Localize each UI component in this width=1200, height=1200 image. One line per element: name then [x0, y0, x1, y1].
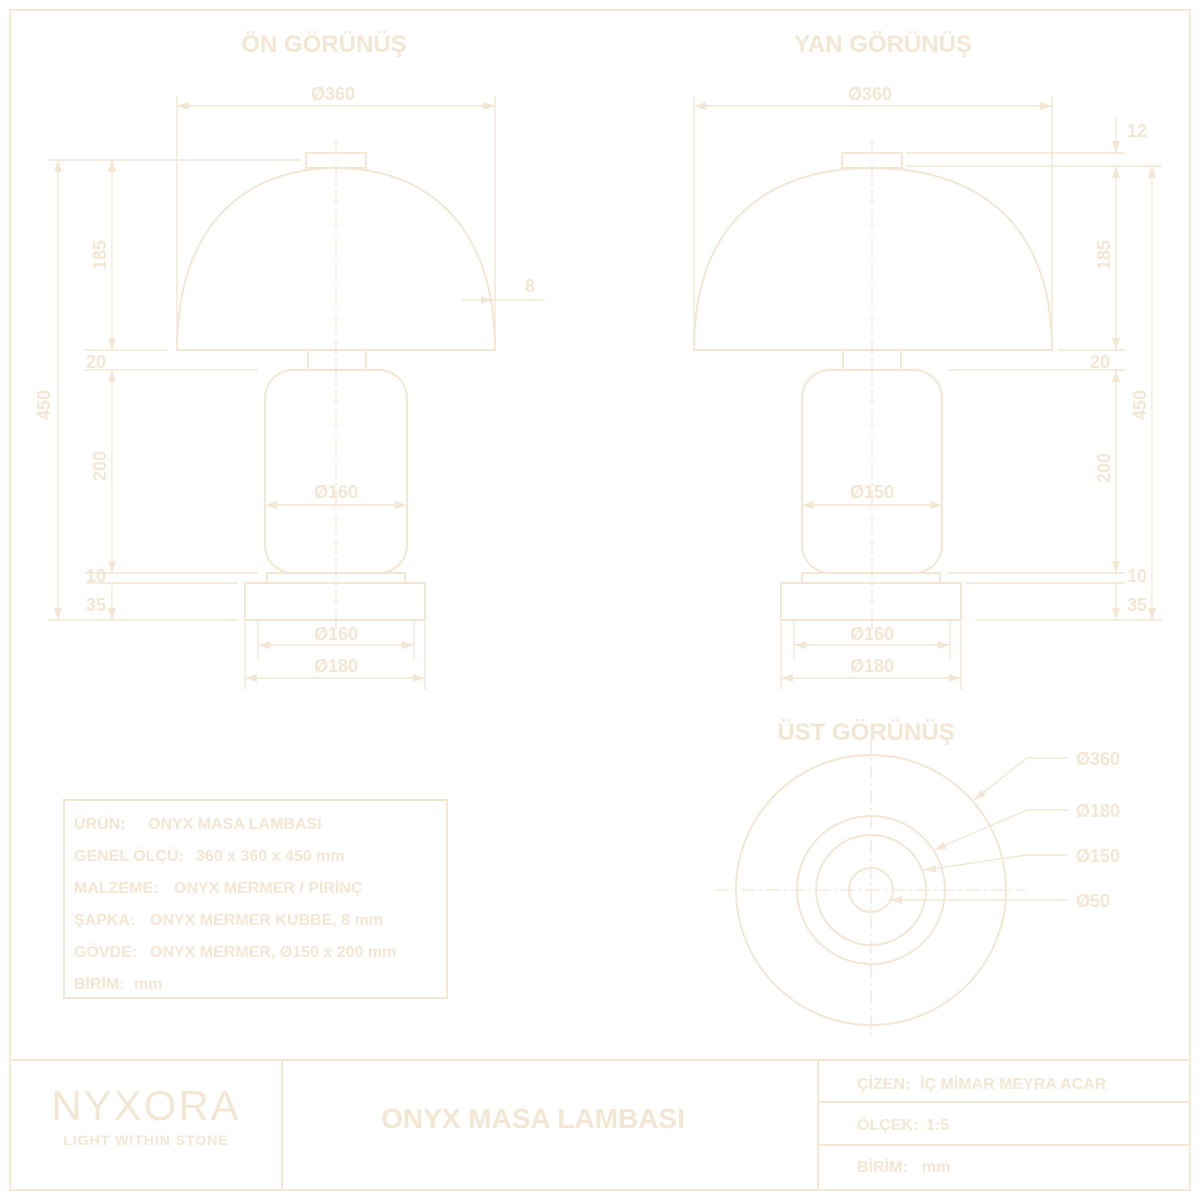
spec-row: MALZEME:ONYX MERMER / PİRİNÇ: [74, 879, 363, 897]
titleblock-row-scale: ÖLÇEK:1:5: [857, 1115, 949, 1134]
top-label-body: Ø150: [1076, 846, 1120, 866]
sheet-border: [9, 9, 1191, 1191]
top-label-base: Ø180: [1076, 801, 1120, 821]
title-block: NYXORA LIGHT WITHIN STONE ONYX MASA LAMB…: [10, 1059, 1190, 1190]
side-dim-plinth-diameter: Ø160: [850, 624, 894, 644]
front-view-title: ÖN GÖRÜNÜŞ: [241, 31, 406, 58]
top-view-title: ÜST GÖRÜNÜŞ: [777, 719, 954, 746]
side-dim-cap-height: 12: [1127, 121, 1147, 141]
product-name: ONYX MASA LAMBASI: [381, 1103, 685, 1134]
front-dim-base-height: 35: [86, 595, 106, 615]
top-view: ÜST GÖRÜNÜŞ Ø360 Ø180 Ø150 Ø50: [716, 719, 1120, 1040]
side-dim-shade-height: 185: [1094, 240, 1114, 270]
side-dim-top-width: Ø360: [848, 84, 892, 104]
top-label-outer: Ø360: [1076, 749, 1120, 769]
side-dim-neck: 20: [1090, 352, 1110, 372]
side-dim-body-diameter: Ø150: [850, 482, 894, 502]
front-dim-total-height: 450: [34, 390, 54, 420]
front-view: ÖN GÖRÜNÜŞ Ø360 8 450: [34, 31, 545, 690]
side-shade: [692, 166, 1054, 351]
side-view: YAN GÖRÜNÜŞ Ø360 12 185 20: [692, 31, 1162, 690]
side-dim-body-height: 200: [1094, 453, 1114, 483]
front-dim-plinth-diameter: Ø160: [314, 624, 358, 644]
spec-box: ÜRÜN:ONYX MASA LAMBASI GENEL ÖLÇÜ:360 x …: [63, 799, 448, 999]
titleblock-row-drawn-by: ÇİZEN:İÇ MİMAR MEYRA ACAR: [857, 1075, 1107, 1093]
front-dim-base-diameter: Ø180: [314, 656, 358, 676]
front-base: [244, 582, 426, 621]
side-dim-base-diameter: Ø180: [850, 656, 894, 676]
spec-row: GENEL ÖLÇÜ:360 x 360 x 450 mm: [74, 846, 345, 865]
brand-tagline: LIGHT WITHIN STONE: [63, 1132, 229, 1148]
brand-logo: NYXORA: [51, 1082, 240, 1129]
front-dim-body-diameter: Ø160: [314, 482, 358, 502]
front-dim-shade-height: 185: [90, 240, 110, 270]
front-dim-shade-thickness: 8: [525, 276, 535, 296]
side-base: [780, 582, 962, 621]
top-label-stem: Ø50: [1076, 891, 1110, 911]
spec-row: ŞAPKA:ONYX MERMER KUBBE, 8 mm: [74, 912, 383, 929]
spec-row: GÖVDE:ONYX MERMER, Ø150 x 200 mm: [74, 942, 396, 961]
side-dim-plinth: 10: [1127, 566, 1147, 586]
front-dim-neck: 20: [86, 352, 106, 372]
side-plinth: [801, 572, 941, 584]
front-dim-body-height: 200: [90, 451, 110, 481]
front-dim-plinth: 10: [86, 566, 106, 586]
front-neck: [307, 349, 367, 371]
spec-row: BİRİM:mm: [74, 975, 162, 993]
side-view-title: YAN GÖRÜNÜŞ: [794, 31, 972, 58]
spec-row: ÜRÜN:ONYX MASA LAMBASI: [74, 814, 322, 833]
side-dim-base-height: 35: [1127, 595, 1147, 615]
front-dim-top-width: Ø360: [311, 84, 355, 104]
titleblock-row-unit: BİRİM:mm: [857, 1158, 950, 1176]
side-dim-total-height: 450: [1130, 390, 1150, 420]
